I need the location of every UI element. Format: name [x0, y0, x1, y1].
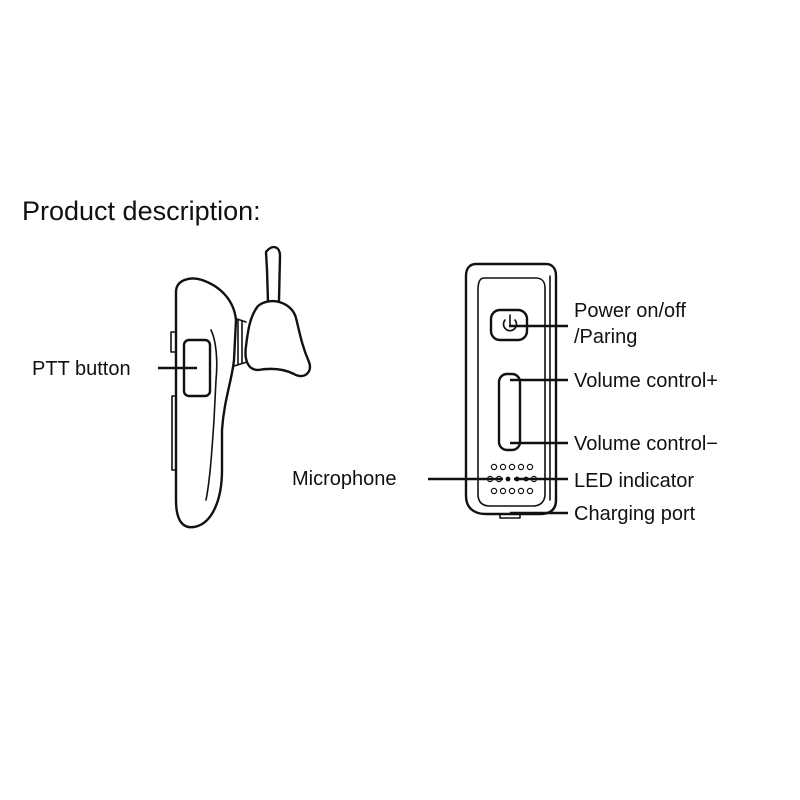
side-view-device	[170, 245, 312, 529]
microphone-hole	[526, 487, 534, 495]
ear-hook	[264, 245, 282, 307]
microphone-hole	[517, 463, 525, 471]
microphone-hole	[526, 463, 534, 471]
microphone-hole	[508, 463, 516, 471]
power-icon	[502, 314, 518, 332]
microphone-led-grille	[486, 463, 538, 495]
microphone-hole	[499, 463, 507, 471]
label-power-line2: /Paring	[574, 326, 637, 348]
side-body	[174, 277, 238, 529]
microphone-hole	[490, 463, 498, 471]
microphone-hole	[499, 487, 507, 495]
microphone-hole	[508, 487, 516, 495]
ear-bud	[244, 299, 312, 378]
volume-rocker[interactable]	[497, 372, 522, 452]
front-body-inner	[477, 277, 546, 507]
label-led-indicator: LED indicator	[574, 470, 694, 492]
label-ptt-button: PTT button	[32, 358, 131, 380]
led-dot	[505, 476, 511, 482]
label-volume-up: Volume control+	[574, 370, 718, 392]
label-charging-port: Charging port	[574, 503, 696, 525]
charging-port	[499, 513, 521, 519]
microphone-hole	[490, 487, 498, 495]
label-microphone: Microphone	[292, 468, 397, 490]
side-notch	[170, 331, 177, 353]
label-volume-down: Volume control−	[574, 433, 718, 455]
microphone-hole	[517, 487, 525, 495]
side-body-inner-contour	[205, 329, 218, 501]
page-title: Product description:	[22, 196, 261, 226]
label-power-line1: Power on/off	[574, 300, 686, 322]
